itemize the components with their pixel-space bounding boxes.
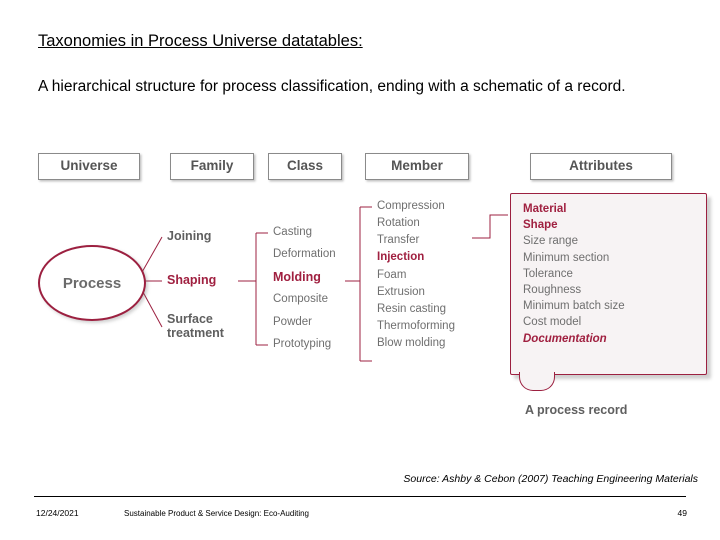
member-foam: Foam (377, 269, 407, 281)
record-label: A process record (525, 403, 628, 417)
footer-divider (34, 496, 686, 497)
attribute-minimum-section: Minimum section (523, 251, 610, 264)
member-compression: Compression (377, 200, 445, 212)
page-title: Taxonomies in Process Universe datatable… (38, 32, 363, 50)
attribute-cost-model: Cost model (523, 316, 582, 329)
header-box-attributes: Attributes (530, 153, 672, 180)
member-extrusion: Extrusion (377, 286, 425, 298)
footer-date: 12/24/2021 (36, 508, 79, 518)
attribute-material: Material (523, 203, 567, 215)
header-box-family: Family (170, 153, 254, 180)
class-prototyping: Prototyping (273, 338, 332, 350)
taxonomy-diagram: Universe Family Class Member Attributes … (20, 145, 707, 445)
footer-page-number: 49 (677, 508, 687, 518)
member-resin-casting: Resin casting (377, 303, 447, 315)
attribute-shape: Shape (523, 219, 558, 232)
attributes-list: Material Shape Size range Minimum sectio… (523, 201, 625, 347)
header-box-member: Member (365, 153, 469, 180)
attribute-tolerance: Tolerance (523, 267, 573, 280)
class-casting: Casting (273, 226, 312, 238)
member-rotation: Rotation (377, 217, 420, 229)
source-citation: Source: Ashby & Cebon (2007) Teaching En… (403, 473, 698, 485)
member-transfer: Transfer (377, 234, 420, 246)
class-molding: Molding (273, 270, 321, 284)
member-blow-molding: Blow molding (377, 337, 446, 349)
family-shaping: Shaping (167, 273, 217, 287)
class-composite: Composite (273, 293, 328, 305)
footer-course-title: Sustainable Product & Service Design: Ec… (124, 509, 309, 518)
member-thermoforming: Thermoforming (377, 320, 455, 332)
member-injection: Injection (377, 251, 425, 263)
slide-subtitle: A hierarchical structure for process cla… (38, 78, 626, 95)
family-surface-treatment-line1: Surface (167, 312, 213, 326)
attribute-roughness: Roughness (523, 284, 582, 297)
family-surface-treatment: Surface treatment (167, 312, 224, 341)
attribute-minimum-batch-size: Minimum batch size (523, 300, 625, 313)
class-powder: Powder (273, 316, 312, 328)
header-box-class: Class (268, 153, 342, 180)
family-surface-treatment-line2: treatment (167, 326, 224, 341)
header-box-universe: Universe (38, 153, 140, 180)
attribute-documentation: Documentation (523, 332, 607, 345)
node-process: Process (38, 245, 146, 321)
attributes-panel: Material Shape Size range Minimum sectio… (510, 193, 707, 391)
family-joining: Joining (167, 229, 212, 243)
attribute-size-range: Size range (523, 235, 578, 248)
class-deformation: Deformation (273, 248, 336, 260)
